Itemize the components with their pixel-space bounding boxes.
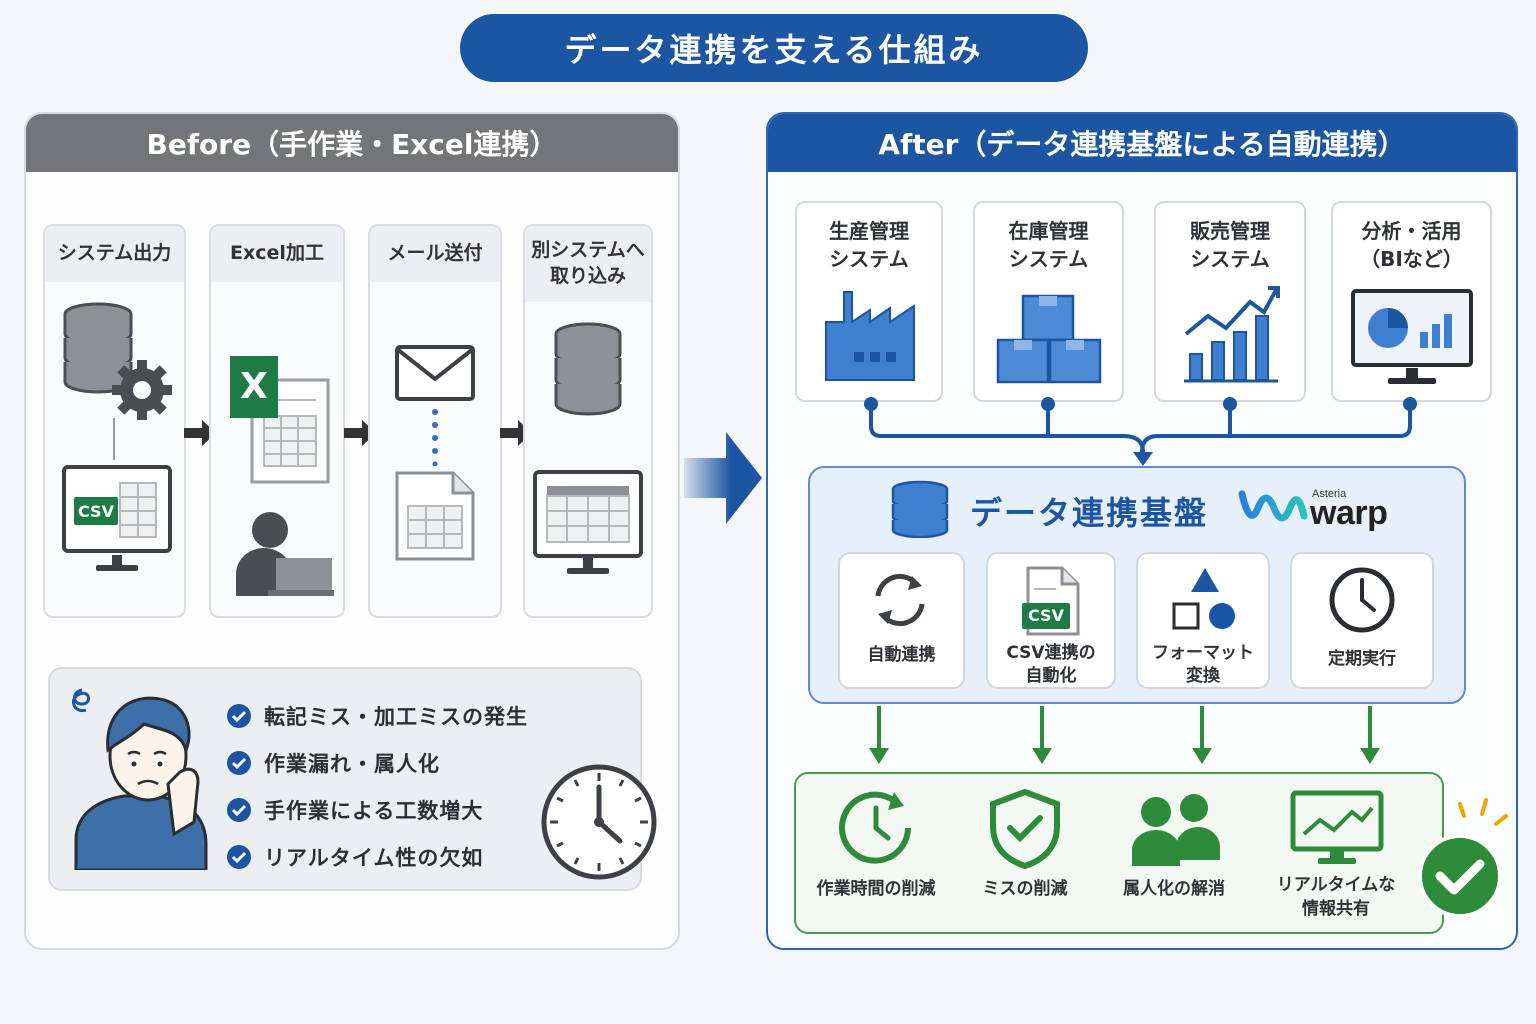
factory-icon <box>825 291 915 381</box>
benefit-label: ミスの削減 <box>982 879 1068 899</box>
after-header: After（データ連携基盤による自動連携） <box>768 114 1516 172</box>
system-label: 在庫管理システム <box>975 217 1122 273</box>
system-connectors <box>864 397 1417 466</box>
monitor-table-icon <box>533 470 643 574</box>
platform-title: データ連携基盤 <box>970 494 1209 532</box>
shield-check-icon <box>990 788 1060 870</box>
system-card-sales: 販売管理システム <box>1154 201 1306 402</box>
check-circle-icon <box>227 844 251 869</box>
boxes-icon <box>996 294 1102 384</box>
system-label-line2: システム <box>1190 247 1270 271</box>
check-circle-icon <box>227 797 251 822</box>
sales-chart-icon <box>1184 286 1280 383</box>
clock-icon <box>541 764 657 880</box>
feature-label: CSV連携の自動化 <box>988 642 1114 688</box>
benefit-label-line2: 情報共有 <box>1302 898 1370 919</box>
system-label-line2: （BIなど） <box>1360 247 1463 271</box>
sync-icon <box>875 574 925 626</box>
csv-badge: CSV <box>78 502 114 521</box>
step-label-line2: 取り込み <box>549 265 626 287</box>
feature-label: 定期実行 <box>1328 649 1396 669</box>
feature-label-line1: CSV連携の <box>1006 643 1096 663</box>
problem-item: 作業漏れ・属人化 <box>226 739 528 786</box>
system-label-line2: システム <box>829 247 909 271</box>
excel-letter: X <box>240 366 268 407</box>
people-icon <box>1132 794 1220 866</box>
feature-label: 自動連携 <box>867 645 936 665</box>
database-icon <box>554 322 622 416</box>
system-label: 生産管理システム <box>797 217 941 273</box>
csv-badge: CSV <box>1028 606 1064 625</box>
problem-list: 転記ミス・加工ミスの発生 作業漏れ・属人化 手作業による工数増大 リアルタイム性… <box>226 692 528 880</box>
shapes-icon <box>1172 568 1235 630</box>
system-label: 販売管理システム <box>1156 217 1304 273</box>
benefit-label-line1: リアルタイムな <box>1276 875 1396 895</box>
problem-text: リアルタイム性の欠如 <box>264 845 484 870</box>
feature-label-line1: フォーマット <box>1152 643 1254 663</box>
problem-text: 作業漏れ・属人化 <box>264 751 440 776</box>
problem-item: リアルタイム性の欠如 <box>226 833 528 880</box>
csv-monitor-icon <box>62 465 172 571</box>
worried-person-icon <box>71 688 208 870</box>
excel-icon <box>230 356 330 484</box>
arrow-right-icon <box>184 420 216 446</box>
transition-arrow-icon <box>684 432 762 524</box>
system-label-line1: 分析・活用 <box>1361 219 1462 243</box>
trend-monitor-icon <box>1290 790 1384 864</box>
system-label-line1: 生産管理 <box>829 219 909 243</box>
database-gear-icon <box>63 302 172 420</box>
system-label-line1: 販売管理 <box>1190 219 1270 243</box>
brand-small: Asteria <box>1312 488 1347 500</box>
check-circle-icon <box>227 750 251 775</box>
step-label: Excel加工 <box>211 226 343 282</box>
result-arrows <box>869 706 1380 764</box>
step-label: 別システムへ取り込み <box>525 226 651 302</box>
benefit-label: 属人化の解消 <box>1123 879 1225 899</box>
database-icon <box>891 480 949 538</box>
system-label-line2: システム <box>1008 247 1089 271</box>
before-header: Before（手作業・Excel連携） <box>26 114 678 172</box>
problem-item: 転記ミス・加工ミスの発生 <box>226 692 528 739</box>
step-label: メール送付 <box>370 226 500 282</box>
step-label-line1: 別システムへ <box>531 239 645 262</box>
envelope-icon <box>395 345 475 401</box>
clock-icon <box>1329 567 1395 633</box>
benefit-label: リアルタイムな情報共有 <box>1258 874 1414 922</box>
step-label: システム出力 <box>45 226 184 282</box>
dotted-connector <box>432 409 438 466</box>
connector-line <box>113 418 115 460</box>
page-title: データ連携を支える仕組み <box>460 14 1088 82</box>
problem-text: 転記ミス・加工ミスの発生 <box>264 704 528 729</box>
feature-label: フォーマット変換 <box>1138 642 1268 688</box>
feature-label-line2: 変換 <box>1186 665 1220 686</box>
benefit-label: 作業時間の削減 <box>816 879 936 899</box>
success-check-icon <box>1418 798 1508 918</box>
document-table-icon <box>395 471 475 561</box>
problem-text: 手作業による工数増大 <box>264 798 484 823</box>
person-laptop-icon <box>236 512 334 596</box>
csv-file-icon <box>1022 566 1080 636</box>
system-label: 分析・活用 （BIなど） <box>1333 217 1490 273</box>
clock-refresh-icon <box>839 791 911 864</box>
system-card-production: 生産管理システム <box>795 201 943 402</box>
feature-label-line2: 自動化 <box>1025 665 1077 686</box>
bi-monitor-icon <box>1351 289 1473 384</box>
brand-name: warp <box>1310 494 1388 532</box>
check-circle-icon <box>227 703 251 728</box>
problem-item: 手作業による工数増大 <box>226 786 528 833</box>
asteria-warp-logo-icon <box>1238 490 1308 522</box>
system-label-line1: 在庫管理 <box>1008 219 1089 243</box>
